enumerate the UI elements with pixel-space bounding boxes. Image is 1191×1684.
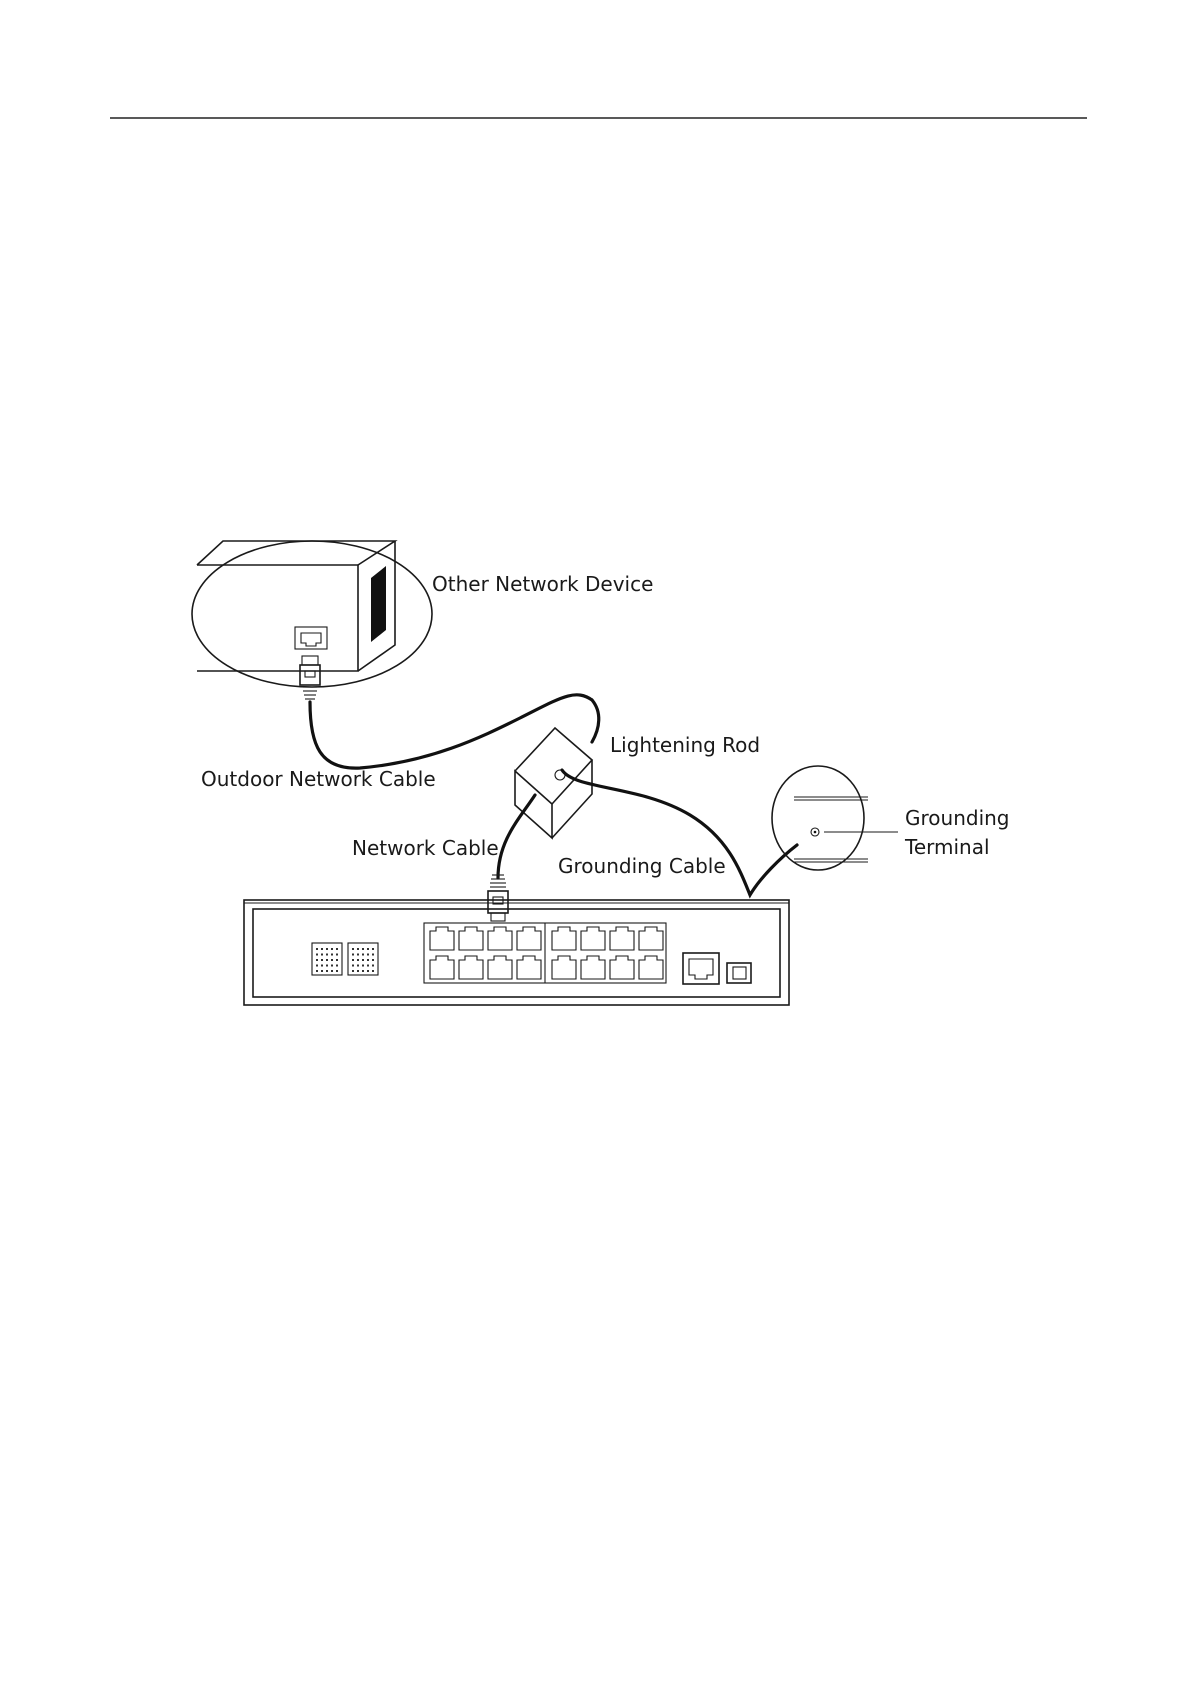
switch-plug-icon xyxy=(488,875,508,921)
rj45-port xyxy=(517,956,541,979)
vent-hole xyxy=(316,970,318,972)
vent-hole xyxy=(372,948,374,950)
rj45-port xyxy=(639,927,663,950)
vent-hole xyxy=(362,959,364,961)
vent-hole xyxy=(331,954,333,956)
label-outdoor-network-cable: Outdoor Network Cable xyxy=(201,767,436,791)
vent-hole xyxy=(367,959,369,961)
vent-hole xyxy=(321,965,323,967)
label-grounding-cable: Grounding Cable xyxy=(558,854,726,878)
vent-hole xyxy=(326,959,328,961)
vent-hole xyxy=(336,970,338,972)
vent-hole xyxy=(362,948,364,950)
label-network-cable: Network Cable xyxy=(352,836,499,860)
rj45-port xyxy=(552,956,576,979)
rj45-port xyxy=(459,927,483,950)
reset-button xyxy=(727,963,751,983)
vent-hole xyxy=(321,970,323,972)
vent-hole xyxy=(352,959,354,961)
label-other-network-device: Other Network Device xyxy=(432,572,653,596)
rj45-port xyxy=(581,927,605,950)
vent-hole xyxy=(352,965,354,967)
vent-hole xyxy=(316,965,318,967)
vent-hole xyxy=(331,970,333,972)
vent-hole xyxy=(336,954,338,956)
vent-hole xyxy=(372,959,374,961)
vent-hole xyxy=(372,965,374,967)
vent-hole xyxy=(321,948,323,950)
vent-hole xyxy=(326,954,328,956)
vent-hole xyxy=(326,965,328,967)
outdoor-plug-icon xyxy=(300,656,320,699)
label-grounding-terminal-2: Terminal xyxy=(904,835,990,859)
vent-hole xyxy=(352,954,354,956)
rj45-port xyxy=(430,927,454,950)
network-cable xyxy=(498,795,535,878)
vent-hole xyxy=(357,954,359,956)
vent-hole xyxy=(357,948,359,950)
console-port xyxy=(683,953,719,984)
outdoor-network-cable xyxy=(310,695,592,768)
vent-hole xyxy=(336,948,338,950)
vent-hole xyxy=(331,959,333,961)
vent-hole xyxy=(321,954,323,956)
rj45-port xyxy=(488,927,512,950)
vent-hole xyxy=(326,970,328,972)
network-switch xyxy=(244,900,789,1005)
rj45-port xyxy=(639,956,663,979)
device-rj45-port xyxy=(295,627,327,649)
vent-hole xyxy=(362,965,364,967)
vent-hole xyxy=(336,959,338,961)
vent-hole xyxy=(367,954,369,956)
rj45-port xyxy=(488,956,512,979)
rj45-port xyxy=(430,956,454,979)
vent-hole xyxy=(352,970,354,972)
vent-hole xyxy=(367,970,369,972)
vent-hole xyxy=(316,948,318,950)
grounding-terminal xyxy=(772,766,898,870)
vent-hole xyxy=(316,959,318,961)
rj45-port xyxy=(552,927,576,950)
vent-hole xyxy=(367,965,369,967)
label-lightening-rod: Lightening Rod xyxy=(610,733,760,757)
other-network-device xyxy=(192,541,432,699)
vent-hole xyxy=(367,948,369,950)
vent-hole xyxy=(331,965,333,967)
label-grounding-terminal-1: Grounding xyxy=(905,806,1010,830)
vent-hole xyxy=(321,959,323,961)
vent-hole xyxy=(362,954,364,956)
rj45-port xyxy=(610,927,634,950)
vent-hole xyxy=(372,954,374,956)
rj45-ports xyxy=(430,927,663,979)
vent-hole xyxy=(336,965,338,967)
vent-hole xyxy=(326,948,328,950)
vent-hole xyxy=(331,948,333,950)
vent-hole xyxy=(357,959,359,961)
rj45-port xyxy=(517,927,541,950)
vent-hole xyxy=(362,970,364,972)
rj45-port xyxy=(610,956,634,979)
vent-hole xyxy=(357,970,359,972)
terminal-callout-ellipse xyxy=(772,766,864,870)
vent-hole xyxy=(372,970,374,972)
rj45-port xyxy=(459,956,483,979)
vent-grille xyxy=(312,943,378,975)
vent-hole xyxy=(357,965,359,967)
device-side-panel xyxy=(371,566,386,642)
lightening-rod-device xyxy=(515,700,599,838)
vent-hole xyxy=(352,948,354,950)
vent-hole xyxy=(316,954,318,956)
rj45-port xyxy=(581,956,605,979)
